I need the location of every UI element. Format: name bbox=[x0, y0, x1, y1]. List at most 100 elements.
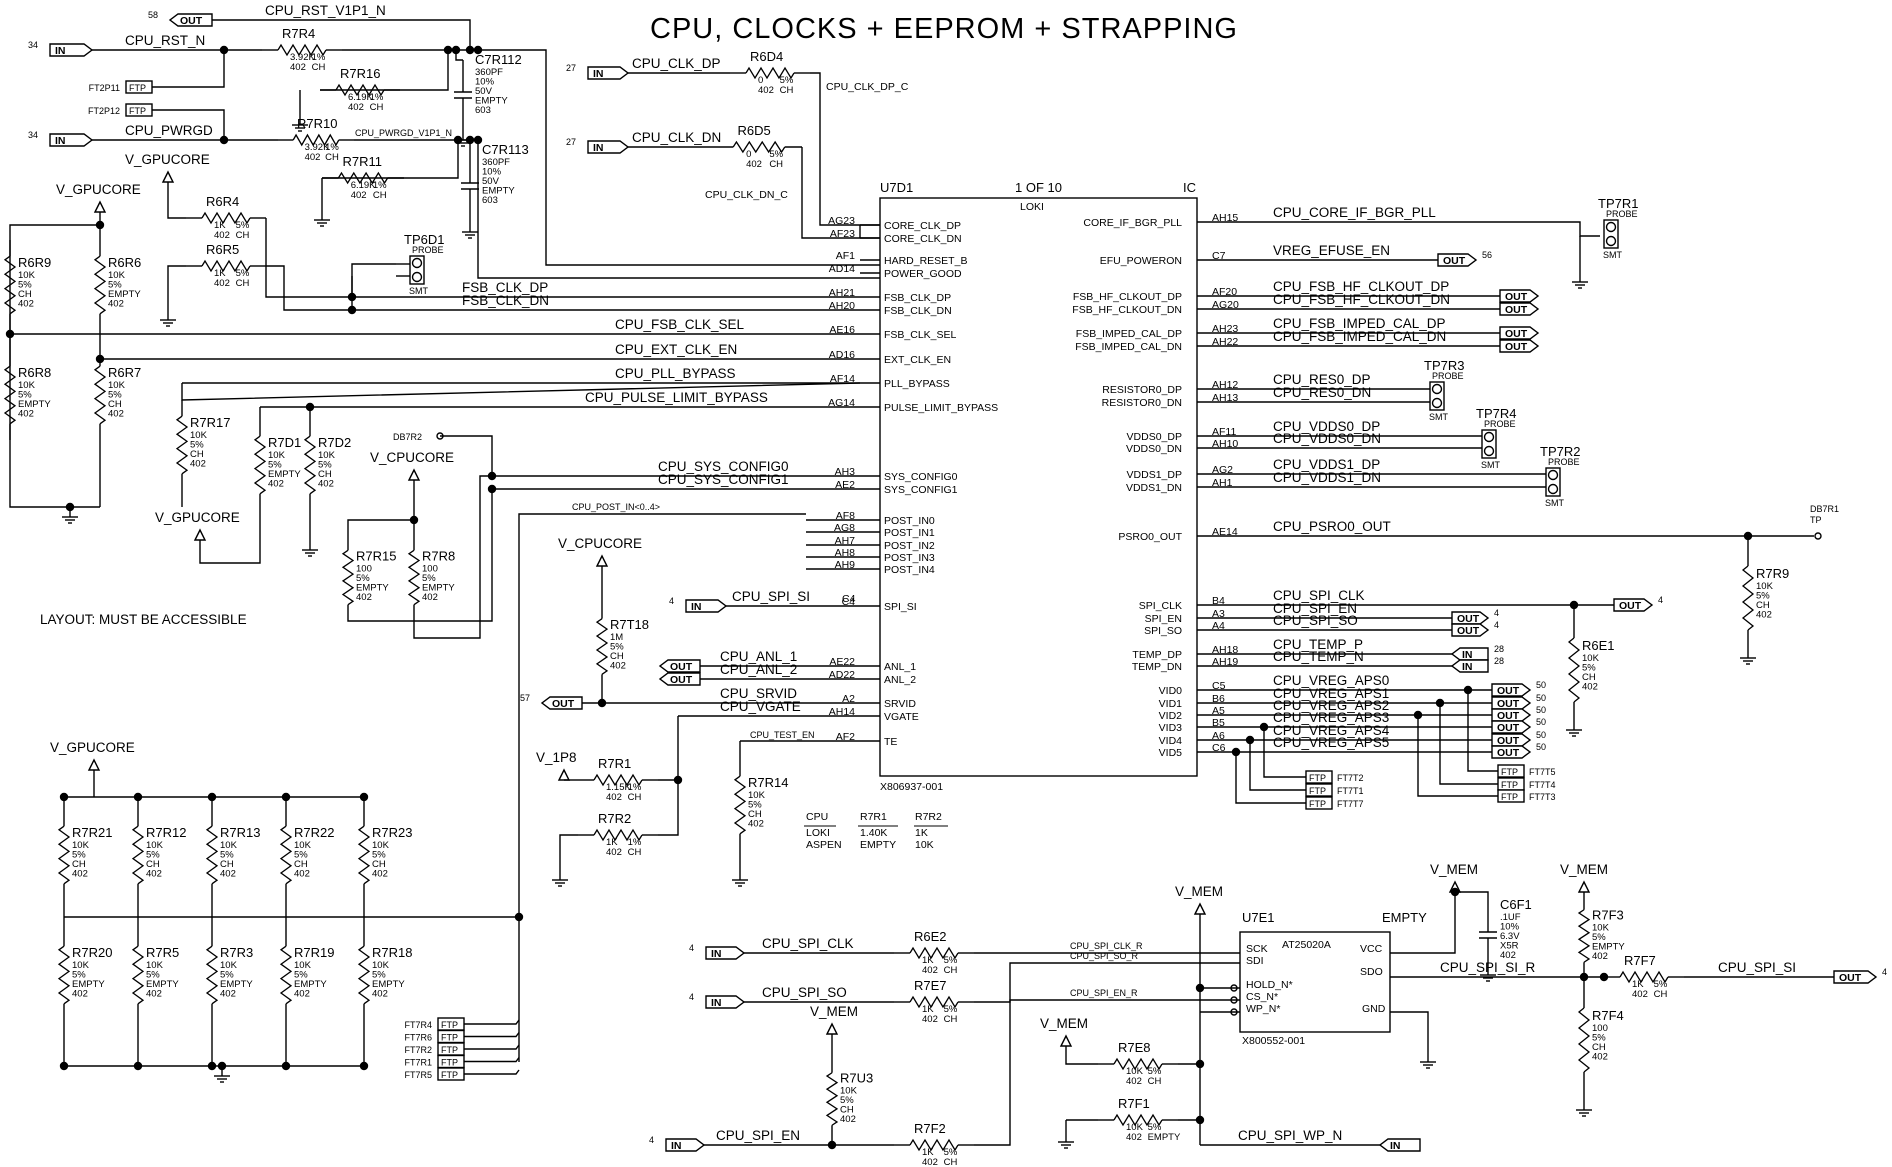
resistor-r6r9 bbox=[3, 240, 17, 330]
probe-label: PROBE bbox=[1484, 419, 1516, 429]
resistor-value: 402 bbox=[294, 869, 310, 880]
power-rail-label: V_1P8 bbox=[536, 750, 577, 765]
resistor-body bbox=[279, 945, 293, 1005]
ic-pin-name: VID3 bbox=[1159, 722, 1183, 734]
tp-ref: DB7R2 bbox=[393, 432, 422, 442]
label: CPU_CLK_DP bbox=[632, 56, 721, 71]
probe-smt: SMT bbox=[1429, 412, 1449, 422]
cap-value: 10% bbox=[1500, 922, 1520, 933]
port-flag-label: IN bbox=[671, 1140, 682, 1152]
port-flag-in bbox=[665, 1138, 706, 1152]
resistor-body bbox=[909, 1138, 959, 1152]
resistor-ref: R7R20 bbox=[72, 945, 112, 960]
page-ref: 50 bbox=[1536, 717, 1546, 727]
ic-pin-ball: AH21 bbox=[829, 287, 855, 299]
resistor-class: CH bbox=[944, 965, 958, 976]
resistor-class: CH bbox=[944, 1014, 958, 1025]
resistor-ref: R7R21 bbox=[72, 825, 112, 840]
resistor-body bbox=[93, 255, 107, 315]
label: CPU_SYS_CONFIG1 bbox=[658, 472, 789, 487]
resistor-r7r2 bbox=[578, 828, 658, 842]
probe-pin bbox=[411, 271, 423, 283]
resistor-value: 402 bbox=[190, 459, 206, 470]
ic-pin-name: SRVID bbox=[884, 698, 916, 710]
resistor-value: 10K bbox=[1756, 581, 1774, 592]
power-rail-label: V_GPUCORE bbox=[125, 152, 210, 167]
probe-testpoint bbox=[1545, 467, 1561, 497]
resistor-value: 10K bbox=[372, 960, 390, 971]
ic-pin-ball: AH1 bbox=[1212, 477, 1233, 489]
label: CPU_VDDS0_DN bbox=[1273, 431, 1381, 446]
probe-smt: SMT bbox=[1545, 498, 1565, 508]
ic-pin-name: FSB_IMPED_CAL_DP bbox=[1076, 328, 1182, 340]
resistor-value: 10K bbox=[268, 450, 286, 461]
resistor-value: 5% bbox=[294, 850, 308, 861]
resistor-value: EMPTY bbox=[294, 979, 327, 990]
resistor-value: CH bbox=[294, 859, 308, 870]
resistor-value: 402 bbox=[356, 592, 372, 603]
port-flag-label: OUT bbox=[1505, 328, 1528, 340]
probe-pin bbox=[1547, 483, 1559, 495]
page-ref: 28 bbox=[1494, 656, 1504, 666]
resistor-body bbox=[733, 775, 747, 835]
ic-pin-ball: AF20 bbox=[1212, 286, 1237, 298]
resistor-r7e8 bbox=[1098, 1057, 1178, 1071]
resistor-body bbox=[909, 946, 959, 960]
wire bbox=[347, 489, 493, 622]
resistor-ref: R6R9 bbox=[18, 255, 51, 270]
ic-pin-name: VGATE bbox=[884, 711, 919, 723]
ic-part-number: X806937-001 bbox=[880, 781, 943, 793]
resistor-value: 5% bbox=[108, 390, 122, 401]
label: CPU_VREG_APS2 bbox=[1273, 698, 1389, 713]
tp-ref: DB7R1 bbox=[1810, 504, 1839, 514]
ic-pin-ball: AH12 bbox=[1212, 379, 1238, 391]
ic-pin-name: VDDS1_DN bbox=[1126, 482, 1182, 494]
resistor-ref: R7R3 bbox=[220, 945, 253, 960]
resistor-body bbox=[205, 825, 219, 885]
resistor-class: CH bbox=[312, 62, 326, 73]
ic-pin-ball: AH14 bbox=[829, 706, 855, 718]
ic-pin-ball: AF11 bbox=[1212, 426, 1236, 438]
resistor-body bbox=[595, 618, 609, 675]
ic-pin-name: TEMP_DP bbox=[1132, 649, 1182, 661]
junction-dot bbox=[59, 1061, 69, 1071]
power-arrow-icon bbox=[825, 1022, 839, 1035]
resistor-ref: R7R12 bbox=[146, 825, 186, 840]
ftp-testpoint bbox=[1305, 796, 1333, 810]
resistor-value: 5% bbox=[840, 1095, 854, 1106]
resistor-body bbox=[341, 549, 355, 606]
resistor-package: 402 bbox=[305, 152, 321, 163]
probe-testpoint bbox=[1603, 219, 1619, 249]
port-flag-label: IN bbox=[593, 68, 604, 80]
ftp-label: FTP bbox=[441, 1033, 458, 1043]
resistor-class: CH bbox=[236, 278, 250, 289]
resistor-value: 0 bbox=[758, 75, 763, 86]
port-flag-label: IN bbox=[1462, 661, 1473, 673]
ic-part: 1 OF 10 bbox=[1015, 180, 1062, 195]
resistor-value: EMPTY bbox=[108, 289, 141, 300]
wire bbox=[658, 779, 679, 836]
resistor-value: 10K bbox=[372, 840, 390, 851]
cap-value: X5R bbox=[1500, 941, 1519, 952]
eeprom-pin: HOLD_N* bbox=[1246, 979, 1293, 991]
probe-pin bbox=[1431, 383, 1443, 395]
wire bbox=[1230, 221, 1600, 237]
resistor-class: CH bbox=[769, 159, 783, 170]
resistor-value: 402 bbox=[72, 989, 88, 1000]
resistor-value: CH bbox=[190, 449, 204, 460]
port-flag-label: IN bbox=[1390, 1140, 1401, 1152]
wire bbox=[404, 140, 459, 179]
wire bbox=[167, 265, 186, 310]
resistor-value: 100 bbox=[422, 564, 438, 575]
resistor-value: 10K bbox=[18, 380, 36, 391]
wire bbox=[199, 510, 261, 564]
label: CPU_FSB_HF_CLKOUT_DP bbox=[1273, 279, 1449, 294]
resistor-body bbox=[407, 549, 421, 606]
port-flag-label: OUT bbox=[1443, 255, 1466, 267]
resistor-value: 3.92K bbox=[305, 142, 330, 153]
resistor-r6r4 bbox=[186, 211, 266, 225]
ic-pin-name: SPI_SI bbox=[884, 601, 917, 613]
ic-pin-ball: A6 bbox=[1212, 730, 1225, 742]
resistor-body bbox=[277, 43, 327, 57]
wire bbox=[464, 1069, 520, 1075]
